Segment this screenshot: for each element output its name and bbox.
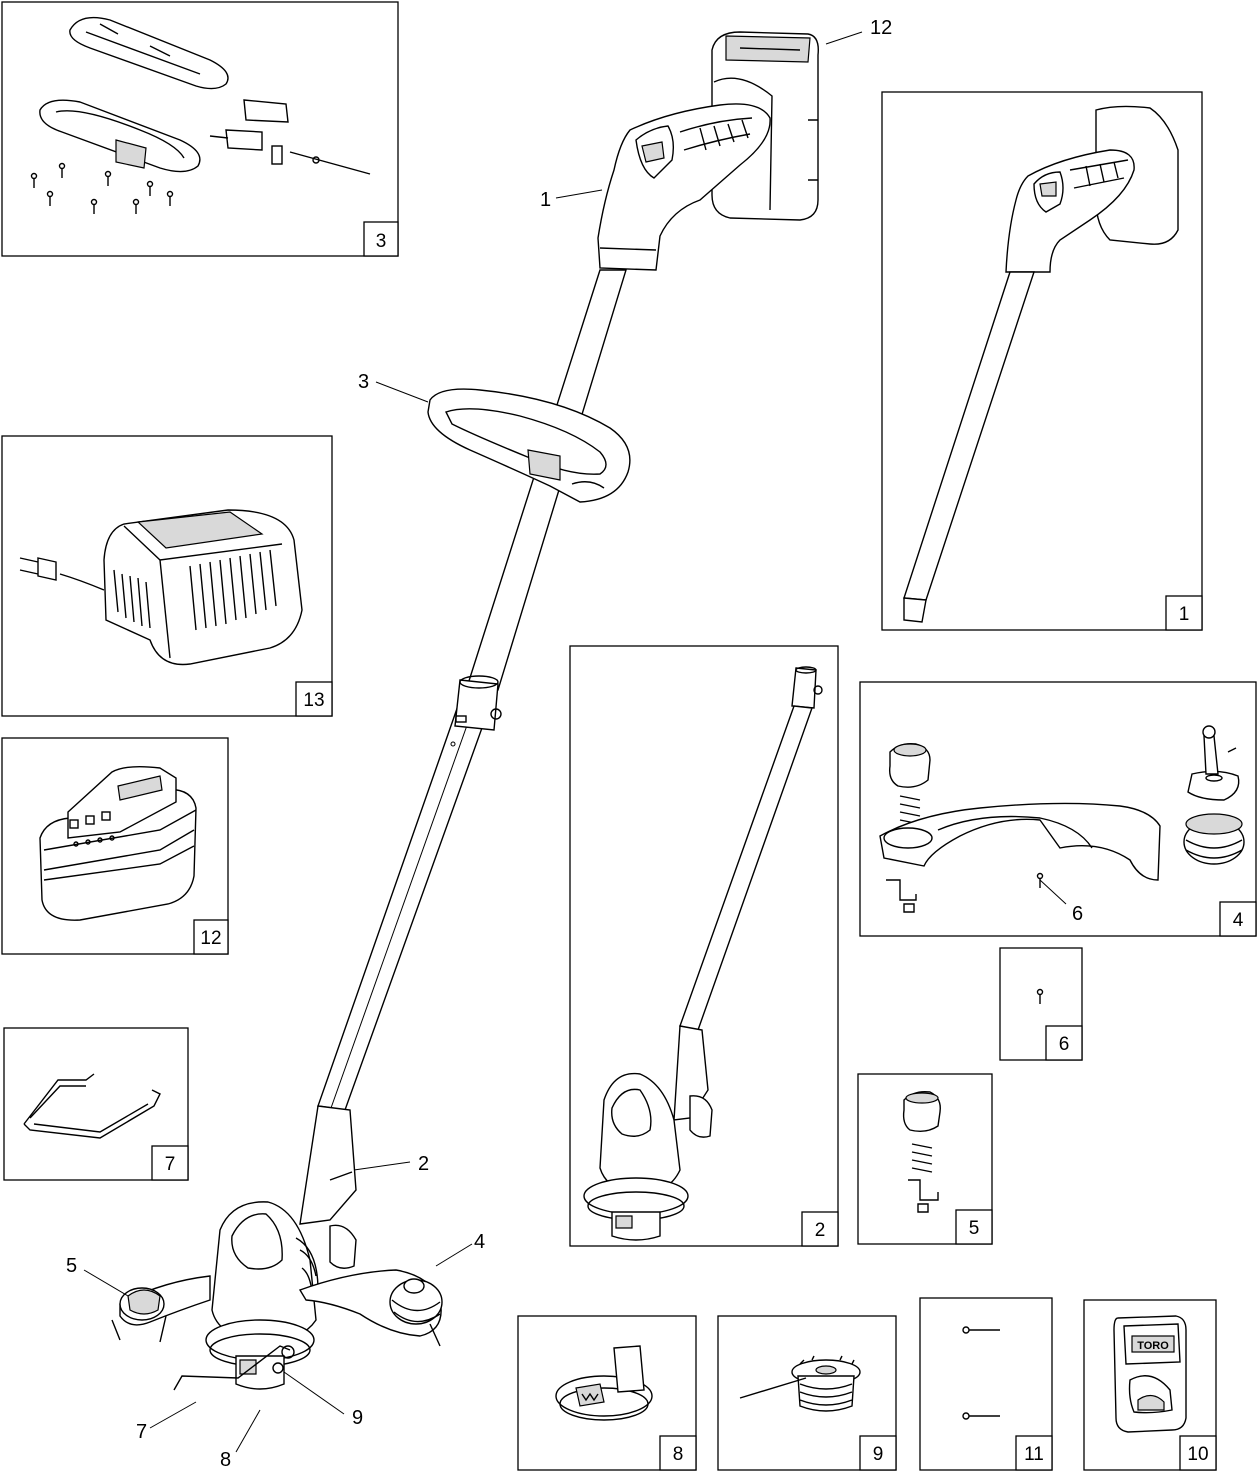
panel-1: 1 (881, 91, 1203, 631)
panel-11: 11 (919, 1297, 1053, 1471)
panel-10-label: 10 (1187, 1444, 1208, 1465)
motor-housing (211, 1105, 357, 1342)
panel-2-label: 2 (815, 1220, 826, 1241)
callout-6: 6 (1072, 903, 1083, 925)
panel-12: 12 (1, 737, 229, 955)
panel-4: 4 6 (859, 681, 1257, 937)
panel-9-label: 9 (873, 1444, 884, 1465)
panel-3-label: 3 (376, 231, 387, 252)
panel-8: 8 (517, 1315, 697, 1471)
panel-7: 7 (3, 1027, 189, 1181)
leader-lines (83, 31, 863, 1453)
main-trimmer-assembly: 1 12 3 2 4 5 7 8 9 (66, 17, 892, 1471)
lower-shaft (317, 699, 493, 1111)
panel-9: 9 (717, 1315, 897, 1471)
panel-1-label: 1 (1179, 604, 1190, 625)
loop-handle (427, 388, 631, 503)
main-handle (597, 103, 771, 271)
panel-7-label: 7 (165, 1154, 176, 1175)
panel-10: 10 TORO (1083, 1299, 1217, 1471)
main-callouts: 1 12 3 2 4 5 7 8 9 (66, 17, 892, 1471)
callout-3: 3 (358, 371, 369, 393)
panel-12-label: 12 (200, 928, 221, 949)
callout-1: 1 (540, 189, 551, 211)
callout-4: 4 (474, 1231, 485, 1253)
callout-5: 5 (66, 1255, 77, 1277)
panel-5: 5 (857, 1073, 993, 1245)
callout-12: 12 (870, 17, 892, 39)
panel-13: 13 (1, 435, 333, 717)
toro-logo: TORO (1137, 1340, 1169, 1352)
callout-8: 8 (220, 1449, 231, 1471)
panel-3: 3 (1, 1, 399, 257)
callout-9: 9 (352, 1407, 363, 1429)
panel-13-label: 13 (303, 690, 324, 711)
guard-assembly (111, 1269, 443, 1391)
panel-6-label: 6 (1059, 1034, 1070, 1055)
panel-2: 2 (569, 645, 839, 1247)
callout-2: 2 (418, 1153, 429, 1175)
panel-6: 6 (999, 947, 1083, 1061)
panel-11-label: 11 (1024, 1444, 1044, 1465)
panel-4-label: 4 (1233, 910, 1244, 931)
panel-8-label: 8 (673, 1444, 684, 1465)
callout-7: 7 (136, 1421, 147, 1443)
panel-5-label: 5 (969, 1218, 980, 1239)
